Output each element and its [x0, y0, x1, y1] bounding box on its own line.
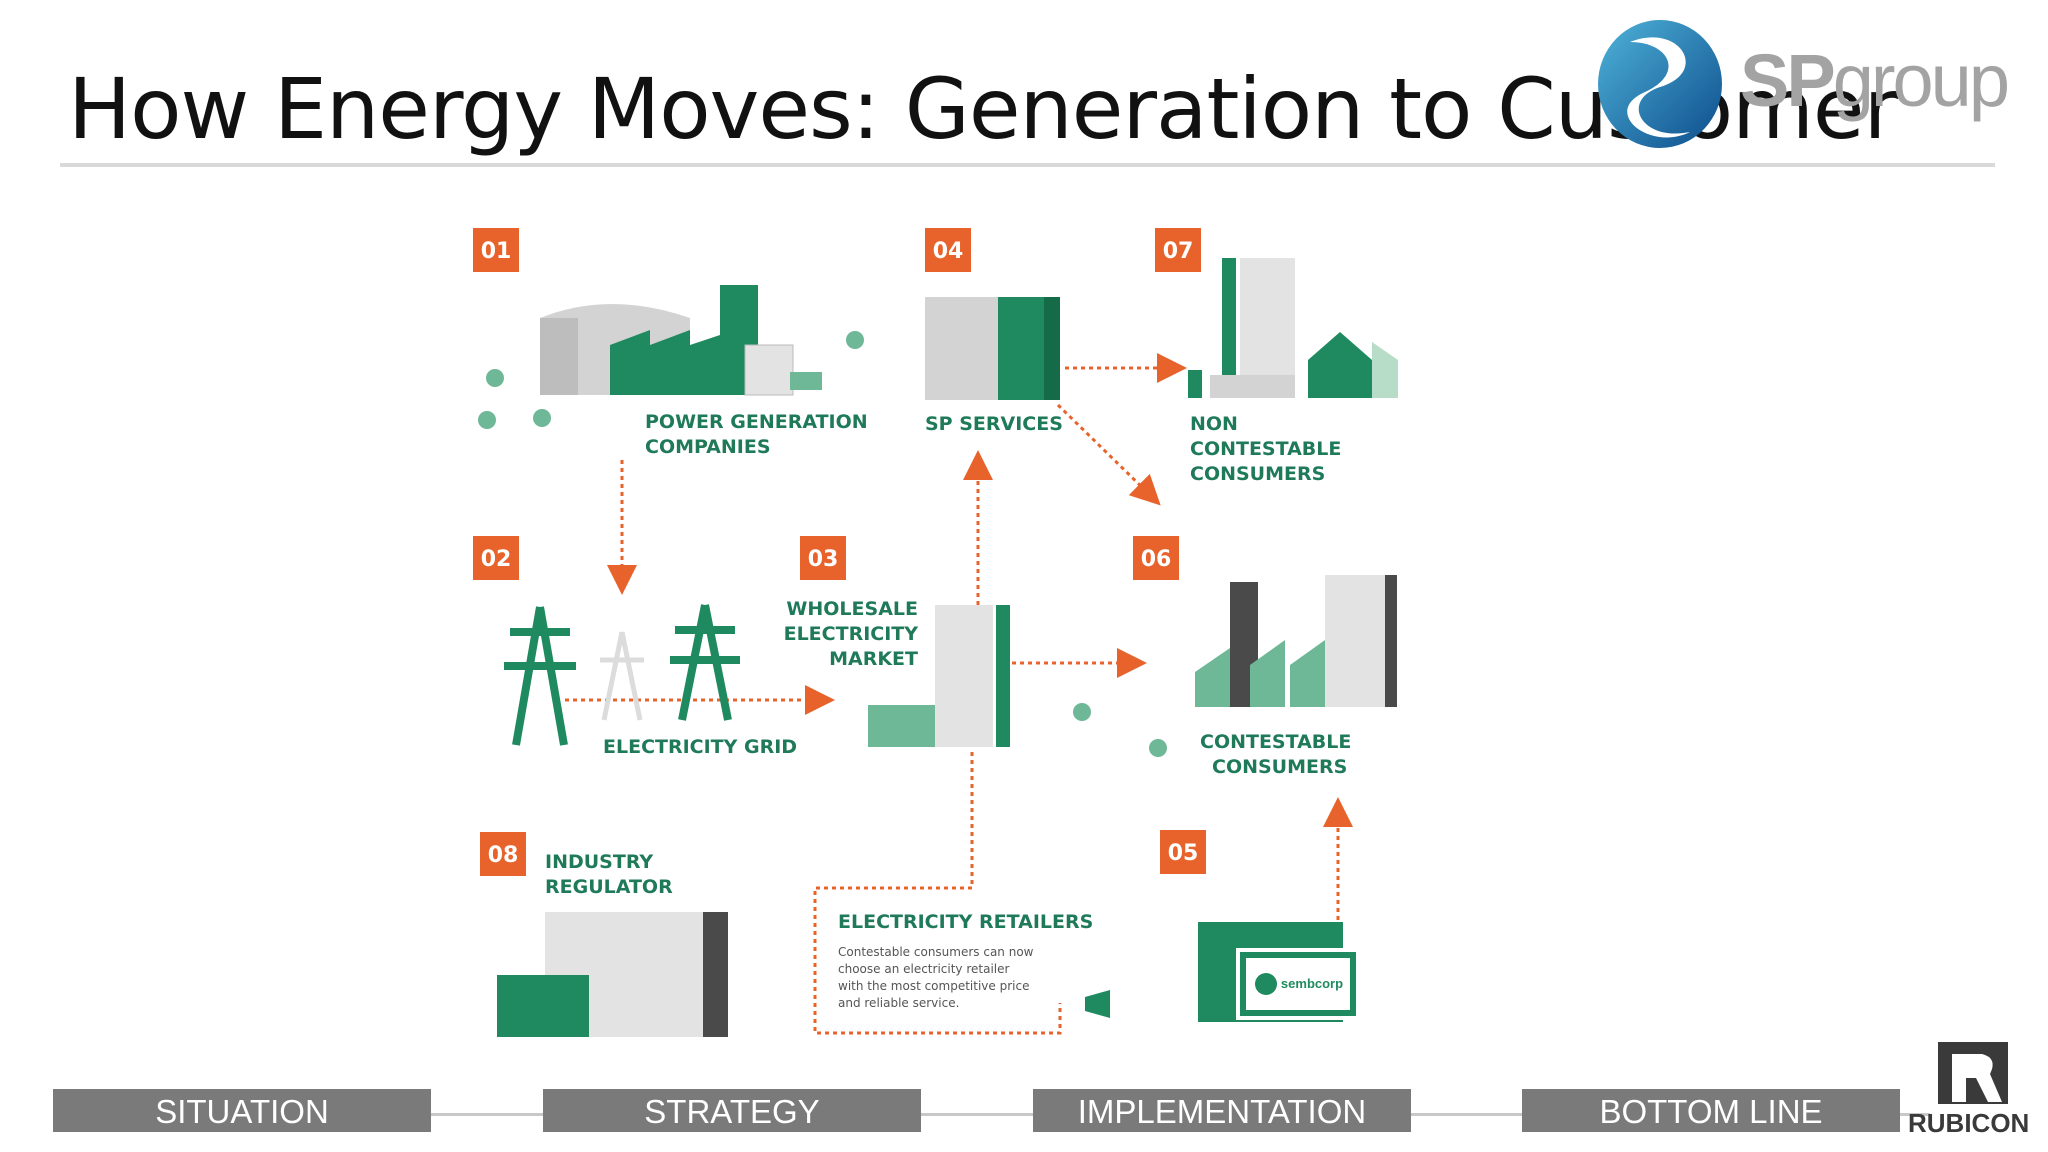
node-01-label-line1: POWER GENERATION [645, 411, 868, 433]
node-08-label-line2: REGULATOR [545, 876, 673, 898]
logo-bold: SP [1740, 39, 1836, 122]
badge-01-number: 01 [481, 239, 512, 264]
node-03-label-line1: WHOLESALE [786, 598, 918, 620]
retailers-box-line [813, 752, 1062, 1035]
badge-01 [473, 228, 519, 272]
badge-06-number: 06 [1141, 547, 1172, 572]
badge-05 [1160, 830, 1206, 874]
sembcorp-sign: sembcorp [1281, 976, 1343, 991]
node-04: 04 SP SERVICES [925, 228, 1063, 435]
node-02: 02 ELECTRICITY GRID [473, 536, 797, 758]
node-08-label-line1: INDUSTRY [545, 851, 653, 873]
badge-06 [1133, 536, 1179, 580]
badge-04-number: 04 [933, 239, 964, 264]
node-02-label: ELECTRICITY GRID [603, 736, 797, 758]
node-07-label-line1: NON [1190, 413, 1238, 435]
badge-02 [473, 536, 519, 580]
badge-08-number: 08 [488, 843, 519, 868]
node-07: 07 NON CONTESTABLE CONSUMERS [1155, 228, 1398, 485]
node-04-label: SP SERVICES [925, 413, 1063, 435]
rubicon-logo-icon [1938, 1042, 2008, 1104]
badge-03 [800, 536, 846, 580]
badge-03-number: 03 [808, 547, 839, 572]
badge-07-number: 07 [1163, 239, 1194, 264]
node-07-label-line3: CONSUMERS [1190, 463, 1325, 485]
retailers-desc-2: choose an electricity retailer [838, 962, 1009, 976]
badge-08 [480, 832, 526, 876]
badge-05-number: 05 [1168, 841, 1199, 866]
node-06: 06 CONTESTABLE CONSUMERS [1073, 536, 1397, 778]
rubicon-wordmark: RUBICON [1908, 1108, 2030, 1138]
tab-situation[interactable]: SITUATION [53, 1089, 431, 1132]
node-07-label-line2: CONTESTABLE [1190, 438, 1341, 460]
logo-light: group [1832, 39, 2010, 122]
retailers-desc-3: with the most competitive price [838, 979, 1029, 993]
title-divider [60, 163, 1995, 167]
tab-implementation[interactable]: IMPLEMENTATION [1033, 1089, 1411, 1132]
node-01: 01 POWER GENERATION COMPANIES [473, 228, 868, 458]
node-08: 08 INDUSTRY REGULATOR [480, 832, 728, 1037]
page-title: How Energy Moves: Generation to Customer [68, 60, 1898, 158]
plug-icon [1085, 990, 1110, 1018]
retailers-desc-1: Contestable consumers can now [838, 945, 1034, 959]
node-05: 05 sembcorp [1160, 830, 1360, 1022]
tab-bottom-line[interactable]: BOTTOM LINE [1522, 1089, 1900, 1132]
badge-02-number: 02 [481, 547, 512, 572]
node-03: 03 WHOLESALE ELECTRICITY MARKET [784, 536, 1010, 747]
sp-group-logo-icon [1598, 20, 1722, 148]
node-06-label-line1: CONTESTABLE [1200, 731, 1351, 753]
badge-04 [925, 228, 971, 272]
badge-07 [1155, 228, 1201, 272]
sp-group-wordmark: SPgroup [1740, 38, 2010, 123]
node-03-label-line2: ELECTRICITY [784, 623, 919, 645]
retailers-box: ELECTRICITY RETAILERS Contestable consum… [838, 911, 1110, 1018]
arrow-04-to-06 [1056, 403, 1161, 506]
node-06-label-line2: CONSUMERS [1212, 756, 1347, 778]
tab-strategy[interactable]: STRATEGY [543, 1089, 921, 1132]
retailers-heading: ELECTRICITY RETAILERS [838, 911, 1093, 933]
retailers-desc-4: and reliable service. [838, 996, 959, 1010]
node-03-label-line3: MARKET [829, 648, 918, 670]
node-01-label-line2: COMPANIES [645, 436, 771, 458]
